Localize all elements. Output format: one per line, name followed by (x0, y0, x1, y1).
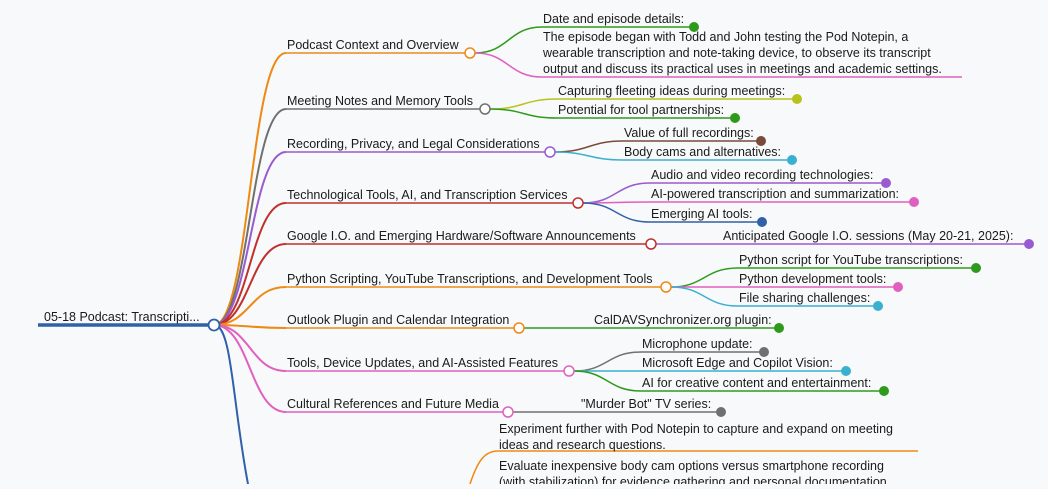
note-line: (with stabilization) for evidence gather… (499, 475, 890, 484)
branch-label[interactable]: Outlook Plugin and Calendar Integration (287, 313, 509, 327)
branch-node[interactable] (660, 281, 672, 293)
branch-connector (213, 151, 287, 326)
leaf-connector (489, 98, 558, 110)
branch-node[interactable] (513, 322, 525, 334)
branch-connector (213, 324, 287, 413)
note-line: Experiment further with Pod Notepin to c… (499, 422, 893, 436)
leaf-node[interactable] (792, 94, 802, 104)
leaf-label[interactable]: Anticipated Google I.O. sessions (May 20… (723, 229, 1013, 243)
leaf-connector (582, 182, 651, 204)
leaf-label[interactable]: CalDAVSynchronizer.org plugin: (594, 313, 772, 327)
branch-label[interactable]: Cultural References and Future Media (287, 397, 499, 411)
leaf-label[interactable]: "Murder Bot" TV series: (581, 397, 711, 411)
leaf-label[interactable]: Potential for tool partnerships: (558, 103, 724, 117)
leaf-node[interactable] (716, 407, 726, 417)
leaf-label[interactable]: Microsoft Edge and Copilot Vision: (642, 356, 833, 370)
note-connector (469, 450, 499, 485)
leaf-label[interactable]: Date and episode details: (543, 12, 684, 26)
leaf-connector (474, 26, 543, 54)
leaf-connector (489, 108, 558, 119)
leaf-connector (554, 151, 624, 161)
leaf-node[interactable] (756, 136, 766, 146)
leaf-node[interactable] (909, 197, 919, 207)
leaf-node[interactable] (873, 301, 883, 311)
branch-connector (213, 286, 287, 326)
branch-node[interactable] (645, 238, 657, 250)
branch-connector (213, 108, 287, 326)
leaf-paragraph-line: The episode began with Todd and John tes… (543, 30, 908, 44)
branch-label[interactable]: Tools, Device Updates, and AI-Assisted F… (287, 356, 558, 370)
leaf-node[interactable] (893, 282, 903, 292)
label-layer: 05-18 Podcast: Transcripti... Podcast Con… (44, 12, 1013, 489)
branch-label[interactable]: Google I.O. and Emerging Hardware/Softwa… (287, 229, 636, 243)
branch-node[interactable] (572, 197, 584, 209)
branch-connector (213, 243, 287, 326)
leaf-node[interactable] (787, 155, 797, 165)
leaf-connector (573, 370, 642, 392)
leaf-node[interactable] (759, 347, 769, 357)
leaf-node[interactable] (879, 386, 889, 396)
node-layer (207, 22, 1034, 418)
branch-node[interactable] (479, 103, 491, 115)
leaf-label[interactable]: Python development tools: (739, 272, 886, 286)
root-node[interactable] (207, 318, 221, 332)
leaf-connector (573, 351, 642, 372)
branch-connector (213, 202, 287, 326)
leaf-label[interactable]: File sharing challenges: (739, 291, 870, 305)
leaf-label[interactable]: Emerging AI tools: (651, 207, 752, 221)
leaf-connector (670, 267, 739, 288)
root-trunk-line (213, 324, 249, 485)
branch-node[interactable] (464, 47, 476, 59)
leaf-label[interactable]: Microphone update: (642, 337, 753, 351)
leaf-node[interactable] (774, 323, 784, 333)
leaf-label[interactable]: Body cams and alternatives: (624, 145, 781, 159)
leaf-connector (474, 52, 543, 78)
leaf-label[interactable]: AI for creative content and entertainmen… (642, 376, 871, 390)
leaf-node[interactable] (757, 217, 767, 227)
leaf-connector (554, 140, 624, 153)
leaf-label[interactable]: AI-powered transcription and summarizati… (651, 187, 899, 201)
leaf-node[interactable] (881, 178, 891, 188)
leaf-label[interactable]: Audio and video recording technologies: (651, 168, 873, 182)
root-label[interactable]: 05-18 Podcast: Transcripti... (44, 310, 200, 324)
leaf-connector (670, 286, 739, 307)
leaf-node[interactable] (730, 113, 740, 123)
leaf-label[interactable]: Value of full recordings: (624, 126, 754, 140)
leaf-connector (582, 202, 651, 223)
branch-node[interactable] (502, 406, 514, 418)
leaf-node[interactable] (689, 22, 699, 32)
branch-node[interactable] (544, 146, 556, 158)
branch-connector (213, 324, 287, 372)
leaf-label[interactable]: Python script for YouTube transcriptions… (739, 253, 963, 267)
note-line: ideas and research questions. (499, 438, 666, 452)
leaf-node[interactable] (841, 366, 851, 376)
branch-label[interactable]: Python Scripting, YouTube Transcriptions… (287, 272, 653, 286)
branch-connector (213, 52, 287, 326)
branch-node[interactable] (563, 365, 575, 377)
branch-label[interactable]: Recording, Privacy, and Legal Considerat… (287, 137, 540, 151)
branch-label[interactable]: Technological Tools, AI, and Transcripti… (287, 188, 567, 202)
leaf-label[interactable]: Capturing fleeting ideas during meetings… (558, 84, 785, 98)
leaf-node[interactable] (971, 263, 981, 273)
leaf-paragraph-line: wearable transcription and note-taking d… (542, 46, 931, 60)
connector-layer (38, 26, 1029, 485)
leaf-paragraph-line: output and discuss its practical uses in… (543, 62, 942, 76)
note-line: Evaluate inexpensive body cam options ve… (499, 459, 884, 473)
branch-label[interactable]: Meeting Notes and Memory Tools (287, 94, 473, 108)
leaf-node[interactable] (1024, 239, 1034, 249)
branch-label[interactable]: Podcast Context and Overview (287, 38, 460, 52)
